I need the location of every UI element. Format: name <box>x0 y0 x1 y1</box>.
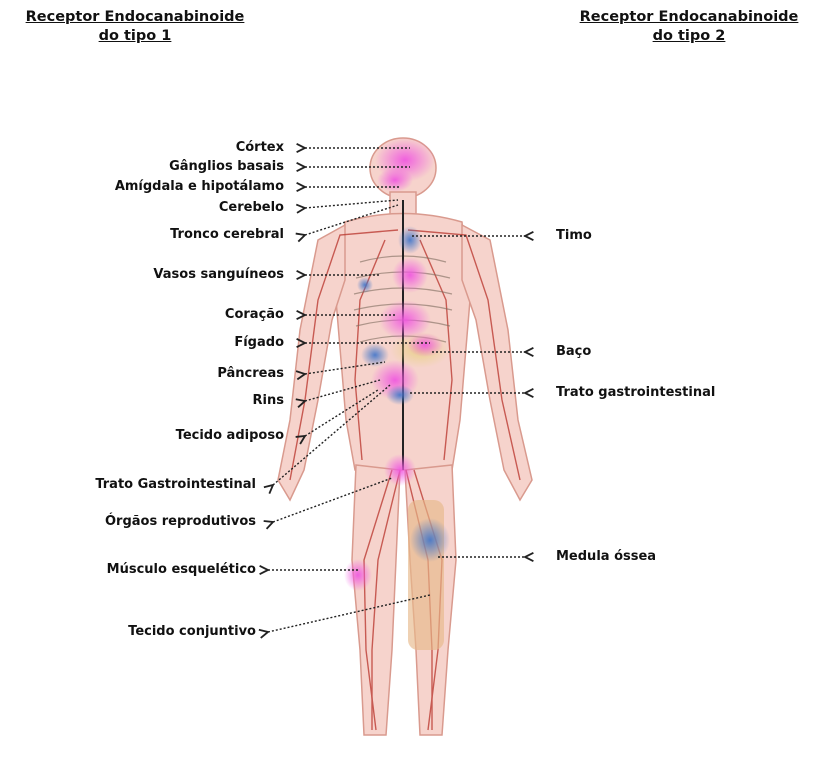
label-tecido-adiposo: Tecido adiposo <box>176 428 284 444</box>
label-tecido-conjuntivo: Tecido conjuntivo <box>128 624 256 640</box>
label-cortex: Córtex <box>236 140 284 156</box>
label-timo: Timo <box>556 228 592 244</box>
label-tronco-cerebral: Tronco cerebral <box>170 227 284 243</box>
label-vasos-sanguineos: Vasos sanguíneos <box>153 267 284 283</box>
label-rins: Rins <box>253 393 284 409</box>
label-trato-gastrointestinal-cb1: Trato Gastrointestinal <box>95 477 256 493</box>
label-cerebelo: Cerebelo <box>219 200 284 216</box>
label-orgaos-reprodutivos: Órgãos reprodutivos <box>105 514 256 530</box>
label-figado: Fígado <box>234 335 284 351</box>
label-baco: Baço <box>556 344 591 360</box>
label-ganglios-basais: Gânglios basais <box>169 159 284 175</box>
label-musculo-esqueletico: Músculo esquelético <box>107 562 256 578</box>
label-coracao: Coração <box>225 307 284 323</box>
label-pancreas: Pâncreas <box>217 366 284 382</box>
label-trato-gastrointestinal-cb2: Trato gastrointestinal <box>556 385 715 401</box>
label-medula-ossea: Medula óssea <box>556 549 656 565</box>
label-amigdala-hipotalamo: Amígdala e hipotálamo <box>115 179 284 195</box>
